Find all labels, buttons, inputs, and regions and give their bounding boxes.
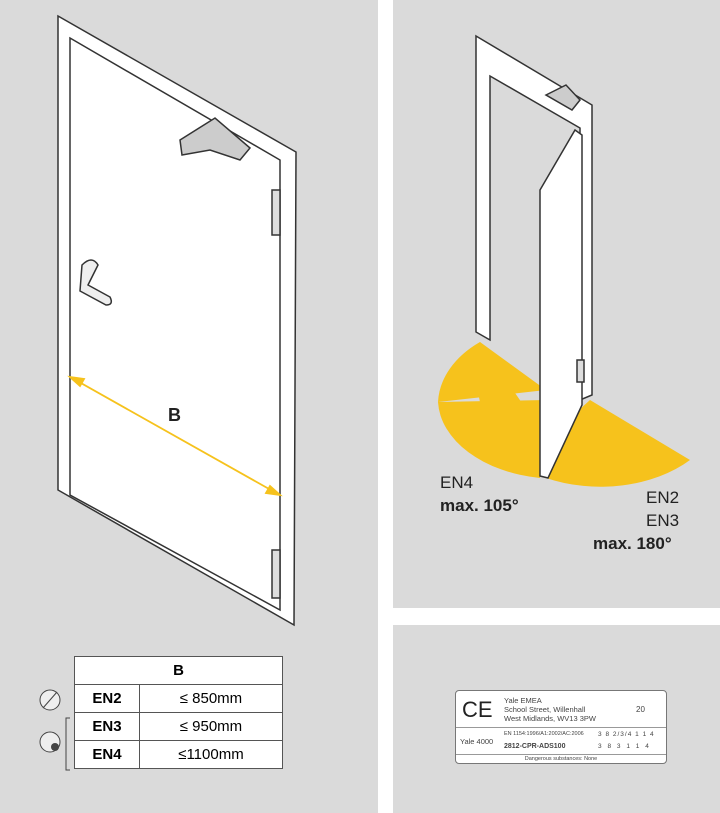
- table-row: EN3≤ 950mm: [74, 712, 284, 741]
- door-front-illustration: [57, 14, 297, 627]
- hinge-top: [271, 189, 281, 236]
- no-fire-door-icon: [39, 689, 61, 711]
- en4-label: EN4: [440, 473, 474, 492]
- year: 20: [636, 705, 645, 714]
- dimension-label-b: B: [168, 405, 181, 425]
- product-name: Yale 4000: [460, 737, 494, 746]
- en23-angle: max. 180°: [593, 534, 672, 553]
- ce-mark: CE: [462, 697, 493, 722]
- door-open-illustration: [438, 34, 690, 487]
- en3-label: EN3: [646, 511, 680, 530]
- hinge-bottom: [271, 549, 281, 599]
- en4-angle: max. 105°: [440, 496, 519, 515]
- en2-label: EN2: [646, 488, 680, 507]
- table-header: B: [74, 656, 283, 685]
- door-leaf: [69, 36, 281, 612]
- fire-door-icon: [39, 731, 61, 753]
- door-width-table: B EN2≤ 850mm EN3≤ 950mm EN4≤1100mm: [74, 656, 284, 769]
- width-arrow: [67, 375, 283, 497]
- door-closer: [179, 117, 252, 161]
- door-handle: [79, 259, 113, 306]
- codes-bottom: 3 8 3 1 1 4: [598, 743, 651, 750]
- standard: EN 1154:1996/A1:2002/AC:2006: [504, 731, 584, 737]
- codes-top: 3 8 2/3/4 1 1 4: [598, 731, 655, 738]
- ce-footer: Dangerous substances: None: [456, 754, 666, 762]
- cert-number: 2812-CPR-ADS100: [504, 743, 566, 750]
- table-row: EN2≤ 850mm: [74, 684, 284, 713]
- table-row: EN4≤1100mm: [74, 740, 284, 769]
- bracket: [65, 717, 70, 771]
